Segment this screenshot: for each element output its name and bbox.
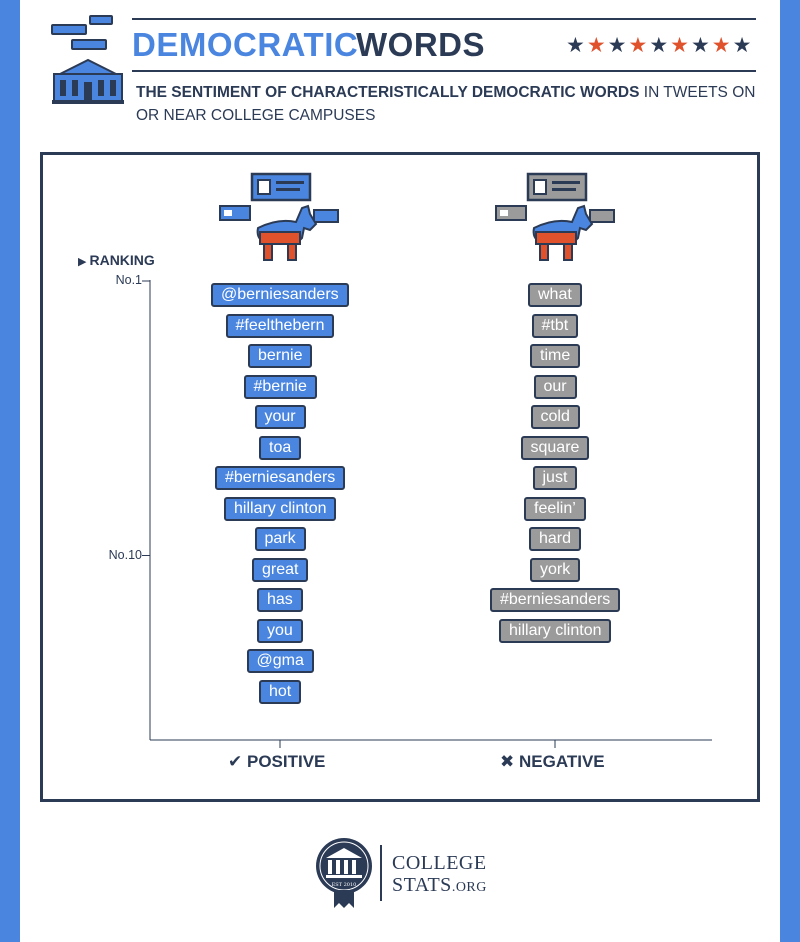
right-border <box>780 0 800 942</box>
positive-donkey-icon <box>219 172 339 261</box>
seal-text: EST 2010 <box>332 882 357 888</box>
play-triangle-icon: ▶ <box>78 256 87 268</box>
negative-word-box: feelin’ <box>524 496 586 521</box>
positive-word-box: hillary clinton <box>224 496 337 521</box>
top-rule <box>132 18 756 20</box>
positive-word-box: #berniesanders <box>215 466 346 490</box>
college-building-icon <box>52 58 124 104</box>
header: DEMOCRATIC WORDS ★★★★★★★★★ THE SENTIMENT… <box>20 0 780 140</box>
title-words: WORDS <box>356 26 485 63</box>
negative-word-box: #tbt <box>531 313 579 338</box>
negative-category-label: ✖ NEGATIVE <box>500 752 605 772</box>
subtitle: THE SENTIMENT OF CHARACTERISTICALLY DEMO… <box>136 81 756 127</box>
star-icon: ★ <box>586 34 606 57</box>
positive-word-box: bernie <box>248 344 313 368</box>
star-icon: ★ <box>607 34 627 57</box>
negative-word-box: time <box>530 344 581 368</box>
footer-divider <box>380 845 382 901</box>
negative-word-box: hard <box>529 527 582 551</box>
positive-word-box: @berniesanders <box>211 283 349 307</box>
negative-word-box: #berniesanders <box>490 588 621 612</box>
negative-word-box: our <box>533 374 577 399</box>
negative-word-box: york <box>530 557 581 582</box>
positive-word-box: great <box>252 557 309 582</box>
subtitle-rest: IN TWEETS ON OR NEAR COLLEGE CAMPUSES <box>136 84 756 124</box>
positive-word-box: #bernie <box>243 374 317 399</box>
negative-word-box: cold <box>530 405 580 429</box>
ranking-label-text: RANKING <box>89 252 155 268</box>
stars-row: ★★★★★★★★★ <box>566 34 751 58</box>
star-icon: ★ <box>649 34 669 57</box>
ranking-axis-label: ▶RANKING <box>78 252 155 268</box>
subtitle-bold: THE SENTIMENT OF CHARACTERISTICALLY DEMO… <box>136 84 640 101</box>
positive-word-box: #feelthebern <box>225 313 335 338</box>
y-tick-label: No.1 <box>115 273 142 287</box>
footer-wordmark: COLLEGE STATS.ORG <box>392 852 487 899</box>
checkmark-icon: ✔ <box>228 752 243 771</box>
star-icon: ★ <box>711 34 731 57</box>
star-icon: ★ <box>566 34 585 57</box>
negative-word-box: square <box>520 435 590 460</box>
middle-rule <box>132 70 756 72</box>
title-democratic: DEMOCRATIC <box>132 26 359 63</box>
positive-label-text: POSITIVE <box>246 752 326 771</box>
chart-panel <box>40 152 760 802</box>
x-mark-icon: ✖ <box>500 752 515 771</box>
tweet-bubbles-icon <box>51 15 113 50</box>
negative-word-box: what <box>528 283 582 307</box>
star-icon: ★ <box>670 34 689 57</box>
star-icon: ★ <box>628 34 648 57</box>
positive-word-box: toa <box>259 435 302 460</box>
positive-word-box: park <box>254 527 306 551</box>
positive-word-box: you <box>257 618 303 643</box>
college-stats-seal-logo: EST 2010 <box>316 838 372 908</box>
positive-word-box: @gma <box>246 649 314 673</box>
positive-word-box: your <box>254 405 306 429</box>
left-border <box>0 0 20 942</box>
negative-label-text: NEGATIVE <box>518 752 605 771</box>
positive-word-box: has <box>257 588 303 612</box>
positive-word-box: hot <box>259 679 302 704</box>
negative-donkey-icon <box>495 172 615 261</box>
star-icon: ★ <box>732 34 752 57</box>
footer-line2-main: STATS <box>392 874 452 896</box>
positive-category-label: ✔ POSITIVE <box>228 752 325 772</box>
negative-word-box: hillary clinton <box>499 618 612 643</box>
star-icon: ★ <box>690 34 710 57</box>
y-tick-label: No.10 <box>108 547 142 562</box>
footer-line1: COLLEGE <box>392 852 487 874</box>
negative-word-box: just <box>532 466 578 490</box>
footer-line2-small: .ORG <box>451 880 487 895</box>
